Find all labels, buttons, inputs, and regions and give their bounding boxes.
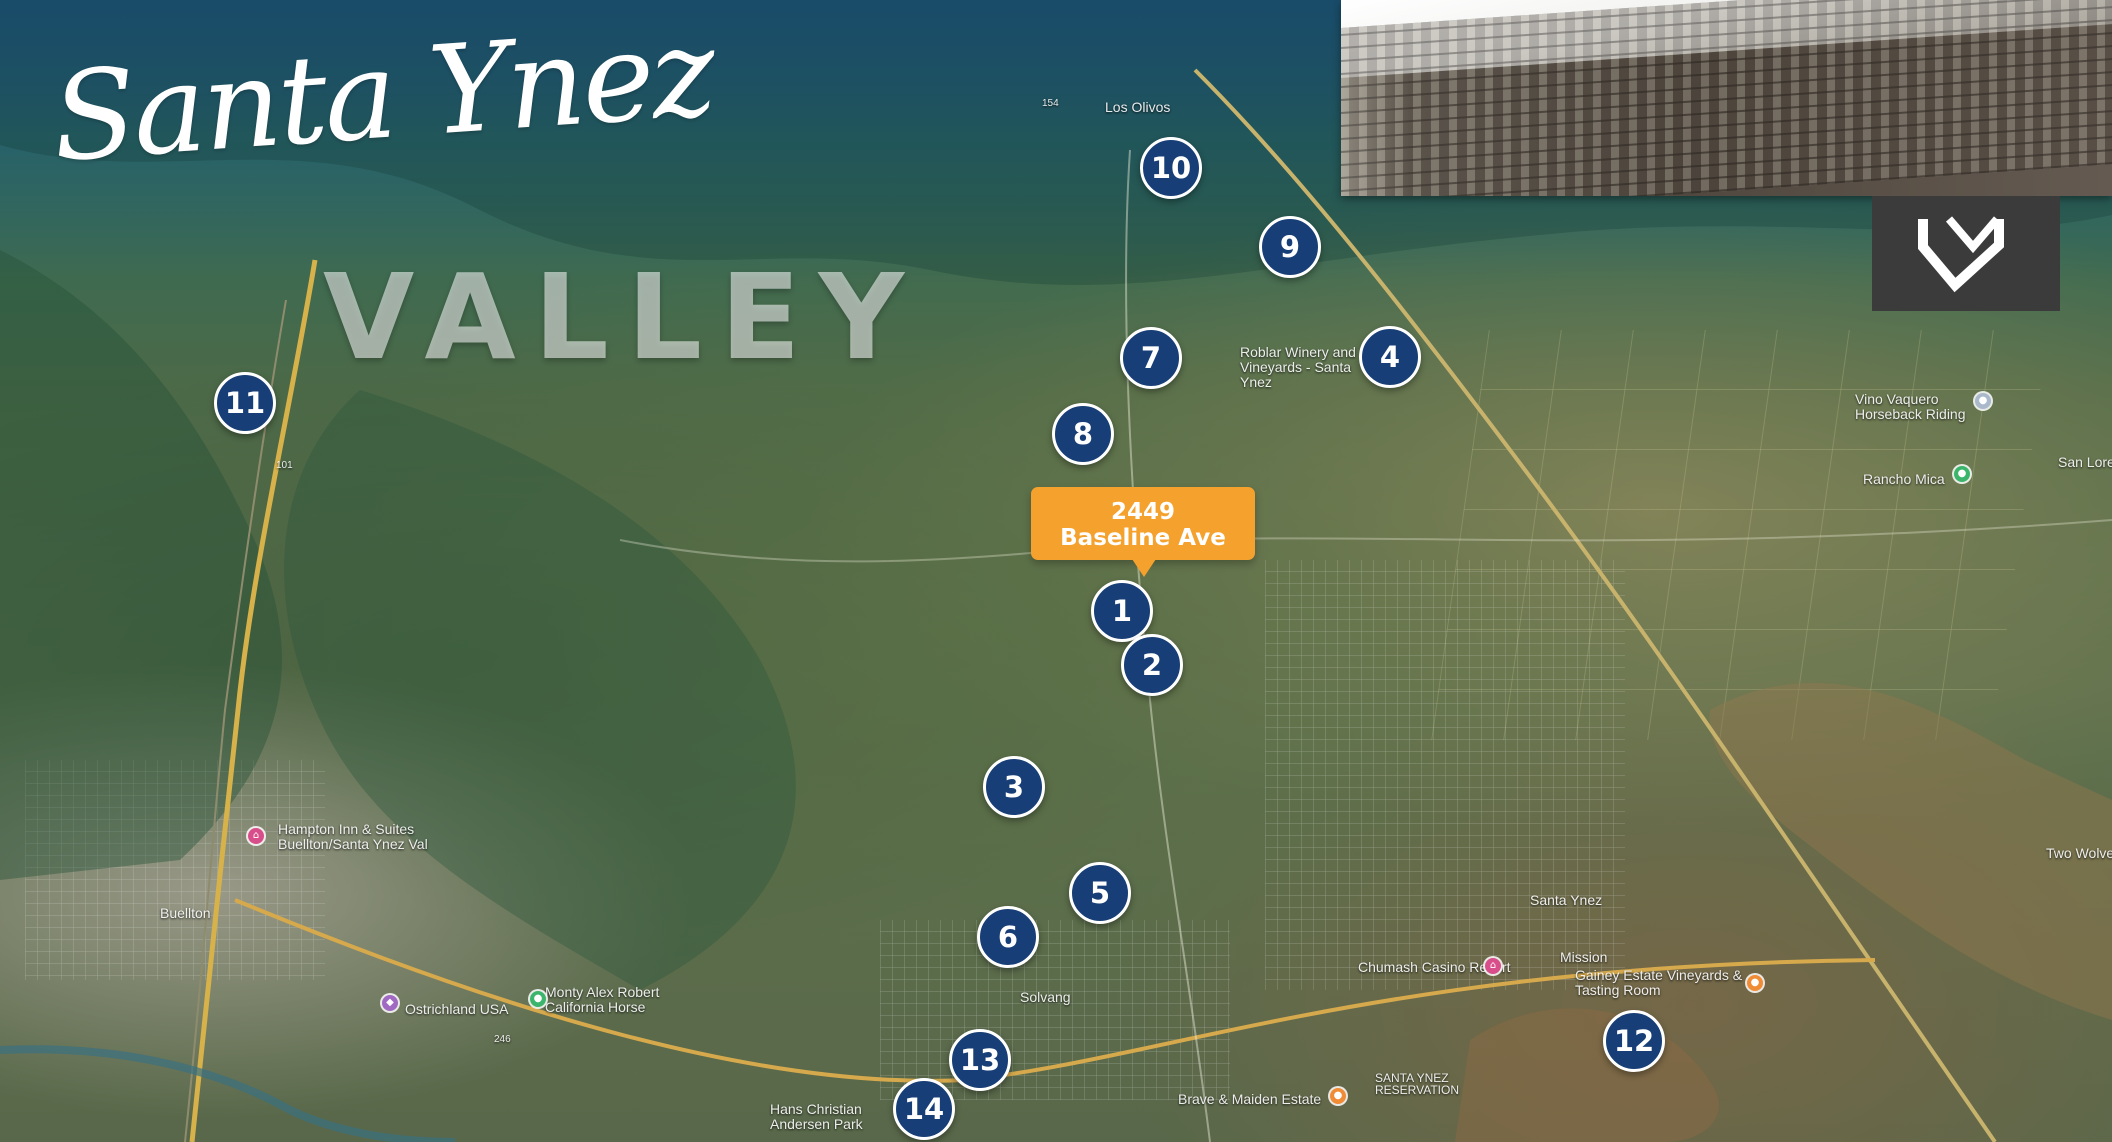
map-label-solvang: Solvang xyxy=(1020,989,1071,1005)
map-label-hampton-inn: Hampton Inn & Suites Buellton/Santa Ynez… xyxy=(278,821,428,852)
river-path xyxy=(0,1045,456,1142)
hotel-icon: ⌂ xyxy=(1485,958,1501,974)
local-road-east-west xyxy=(619,519,2112,563)
location-marker[interactable]: 1 xyxy=(1091,580,1153,642)
attraction-pin-icon: ● xyxy=(530,991,546,1007)
map-label-buellton: Buellton xyxy=(160,905,211,921)
route-154-road xyxy=(1193,68,1997,1142)
highway-101-road xyxy=(189,259,318,1142)
attraction-pin-icon: ◆ xyxy=(382,995,398,1011)
map-label-roblar-winery: Roblar Winery and Vineyards - Santa Ynez xyxy=(1240,344,1356,390)
local-road-north-south xyxy=(1125,149,1211,1142)
location-marker[interactable]: 3 xyxy=(983,756,1045,818)
green-hill-shadow-left xyxy=(0,250,282,880)
map-label-rancho-mica: Rancho Mica xyxy=(1863,471,1945,487)
map-label-brave-maiden: Brave & Maiden Estate xyxy=(1178,1091,1322,1107)
attraction-pin-icon: ● xyxy=(1954,466,1970,482)
map-label-vino-vaquero: Vino Vaquero Horseback Riding xyxy=(1855,391,1966,422)
location-marker[interactable]: 7 xyxy=(1120,327,1182,389)
buellton-town-grid xyxy=(25,760,325,980)
location-marker[interactable]: 5 xyxy=(1069,862,1131,924)
map-label-ostrichland: Ostrichland USA xyxy=(405,1001,509,1017)
highway-101-side-road xyxy=(184,299,287,1142)
map-label-santa-ynez: Santa Ynez xyxy=(1530,892,1603,908)
location-marker[interactable]: 9 xyxy=(1259,216,1321,278)
location-marker[interactable]: 2 xyxy=(1121,634,1183,696)
map-label-gainey-estate: Gainey Estate Vineyards & Tasting Room xyxy=(1575,967,1743,998)
attraction-pin-icon: ● xyxy=(1975,393,1991,409)
restaurant-pin-icon: ● xyxy=(1330,1088,1346,1104)
location-marker[interactable]: 6 xyxy=(977,906,1039,968)
valley-block-title: VALLEY xyxy=(323,248,923,386)
map-label-los-olivos: Los Olivos xyxy=(1105,99,1171,115)
map-label-santa-ynez-reservation: SANTA YNEZ RESERVATION xyxy=(1375,1071,1460,1097)
featured-property-callout: 2449 Baseline Ave xyxy=(1031,487,1255,577)
restaurant-pin-icon: ● xyxy=(1747,975,1763,991)
stacked-chevron-logo-icon xyxy=(1918,215,2004,292)
featured-property-number: 2449 xyxy=(1110,498,1175,525)
route-154-shield-label: 154 xyxy=(1042,98,1059,109)
santa-ynez-town-grid xyxy=(1265,560,1625,990)
dry-hill-patch-southeast xyxy=(1455,1008,1719,1142)
location-marker[interactable]: 4 xyxy=(1359,326,1421,388)
map-label-hans-christian-park: Hans Christian Andersen Park xyxy=(770,1101,863,1132)
location-marker[interactable]: 13 xyxy=(949,1029,1011,1091)
location-marker[interactable]: 10 xyxy=(1140,137,1202,199)
property-photo-inset xyxy=(1341,0,2112,196)
route-246-shield-label: 246 xyxy=(494,1034,511,1045)
featured-property-street: Baseline Ave xyxy=(1060,524,1226,551)
map-label-two-wolves: Two Wolve xyxy=(2046,845,2112,861)
map-label-san-lorenzo: San Lore xyxy=(2058,454,2112,470)
map-label-monty-alex: Monty Alex Robert California Horse xyxy=(545,984,660,1015)
highway-101-shield-label: 101 xyxy=(276,460,293,471)
green-hill-shadow-mid xyxy=(284,390,796,990)
map-label-chumash-casino: Chumash Casino Resort xyxy=(1358,959,1511,975)
dry-hill-patch-east xyxy=(1709,682,2112,1020)
hotel-icon: ⌂ xyxy=(248,828,264,844)
brand-logo-box xyxy=(1872,196,2060,311)
map-label-santa-ines-mission: Mission xyxy=(1560,949,1608,965)
location-marker[interactable]: 12 xyxy=(1603,1010,1665,1072)
location-marker[interactable]: 11 xyxy=(214,372,276,434)
location-marker[interactable]: 14 xyxy=(893,1078,955,1140)
solvang-town-grid xyxy=(880,920,1230,1100)
location-marker[interactable]: 8 xyxy=(1052,403,1114,465)
